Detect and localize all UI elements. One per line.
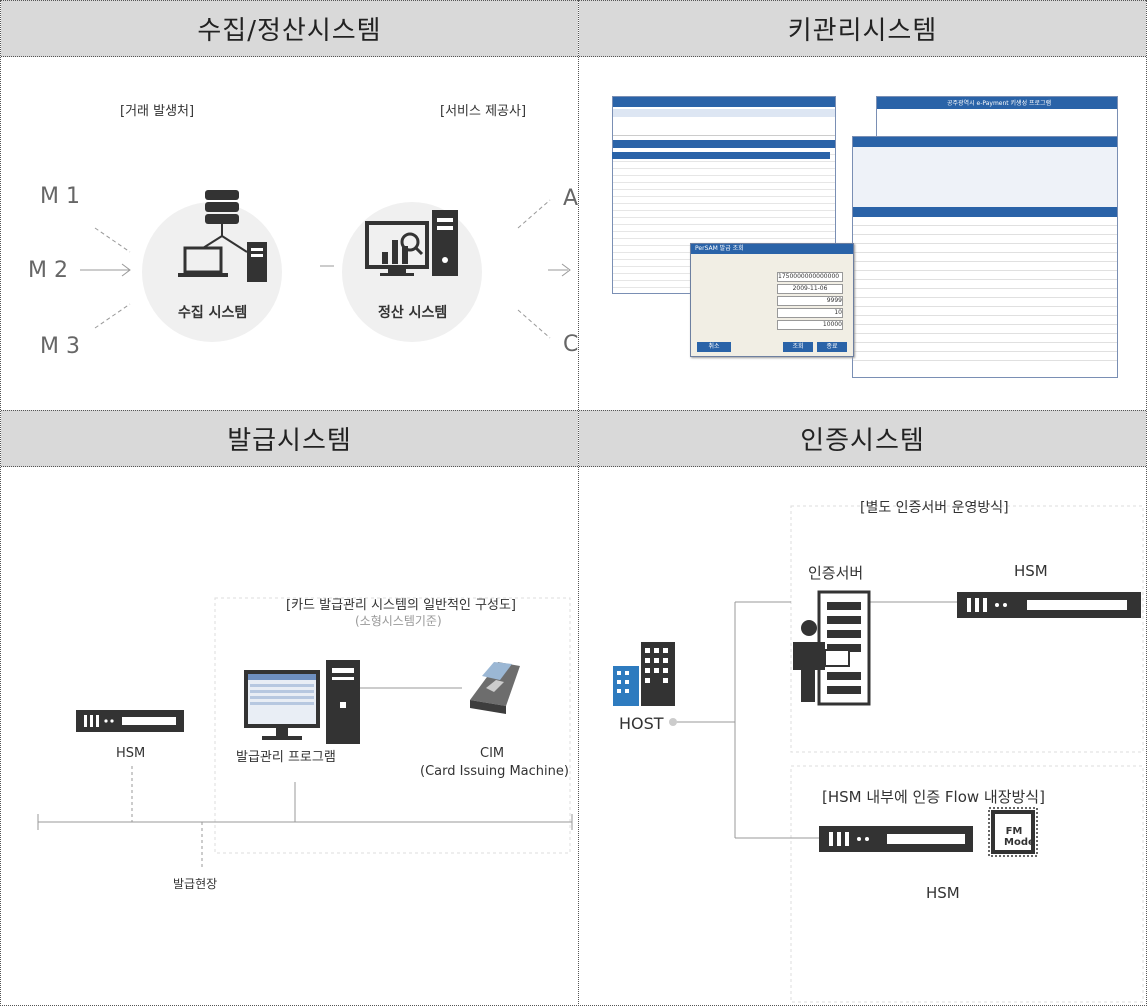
auth-graphic	[613, 505, 1144, 1003]
vertical-divider	[578, 0, 579, 1006]
dialog-field-2: 2009-11-06	[777, 284, 843, 294]
arrow-a	[517, 199, 551, 229]
issuance-subcaption: (소형시스템기준)	[355, 614, 442, 628]
hsm-bottom-icon	[819, 826, 973, 852]
header-key-mgmt: 키관리시스템	[579, 0, 1146, 57]
host-building-icon	[613, 642, 675, 706]
right-letter-c: C	[563, 332, 579, 357]
fm-mode-label: FM Mode	[1004, 826, 1035, 848]
dialog-cancel-button[interactable]: 취소	[697, 342, 731, 352]
issuance-caption: [카드 발급관리 시스템의 일반적인 구성도]	[286, 598, 516, 613]
arrow-m3	[94, 303, 131, 329]
hsm-top-label: HSM	[1014, 562, 1048, 580]
fm-chip-icon	[988, 807, 1038, 857]
settle-system-label: 정산 시스템	[378, 305, 448, 321]
dialog-field-5: 10000	[777, 320, 843, 330]
merchant-m1: M 1	[40, 184, 80, 209]
selected-row	[612, 152, 830, 159]
dialog-field-1: 1750000000000000	[777, 272, 843, 282]
internal-box	[790, 765, 1144, 1003]
provider-label: [서비스 제공사]	[440, 104, 527, 119]
dialog-issue: PerSAM 발급 조회 1750000000000000 2009-11-06…	[690, 243, 854, 357]
window-cards	[852, 136, 1118, 378]
header-collection: 수집/정산시스템	[1, 0, 578, 57]
cim-printer-icon	[470, 662, 520, 714]
collection-graphic	[80, 190, 571, 342]
hsm-bottom-label: HSM	[926, 884, 960, 902]
settle-icon	[365, 210, 458, 276]
internal-caption: [HSM 내부에 인증 Flow 내장방식]	[822, 788, 1045, 806]
issuance-graphic	[37, 597, 573, 870]
separate-caption: [별도 인증서버 운영방식]	[860, 500, 1009, 516]
arrow-c	[517, 309, 551, 339]
issuance-group-box	[214, 597, 571, 854]
hsm-top-icon	[957, 592, 1141, 618]
cim-full-label: (Card Issuing Machine)	[420, 764, 569, 779]
right-letter-a: A	[563, 186, 579, 211]
program-pc-icon	[244, 660, 360, 744]
keygen-title: 공주광역시 e-Payment 키생성 프로그램	[947, 100, 1052, 107]
origin-label: [거래 발생처]	[120, 104, 195, 119]
merchant-m2: M 2	[28, 258, 68, 283]
dialog-field-3: 9999	[777, 296, 843, 306]
merchant-m3: M 3	[40, 334, 80, 359]
site-label: 발급현장	[173, 877, 218, 891]
cim-label: CIM	[480, 746, 505, 761]
dialog-title: PerSAM 발급 조회	[691, 244, 853, 254]
header-auth: 인증시스템	[579, 410, 1146, 467]
hsm-icon	[76, 710, 184, 732]
program-label: 발급관리 프로그램	[236, 750, 336, 765]
dialog-field-4: 10	[777, 308, 843, 318]
dialog-search-button[interactable]: 조회	[783, 342, 813, 352]
collect-icon	[178, 190, 267, 282]
header-issuance: 발급시스템	[1, 410, 578, 467]
separate-box	[790, 505, 1144, 753]
auth-server-icon	[793, 590, 871, 706]
collect-system-label: 수집 시스템	[178, 305, 248, 321]
hsm-label: HSM	[116, 746, 146, 761]
arrow-m1	[94, 227, 131, 253]
auth-server-label: 인증서버	[808, 564, 864, 582]
host-port	[669, 718, 677, 726]
host-label: HOST	[619, 714, 664, 733]
dialog-close-button[interactable]: 종료	[817, 342, 847, 352]
